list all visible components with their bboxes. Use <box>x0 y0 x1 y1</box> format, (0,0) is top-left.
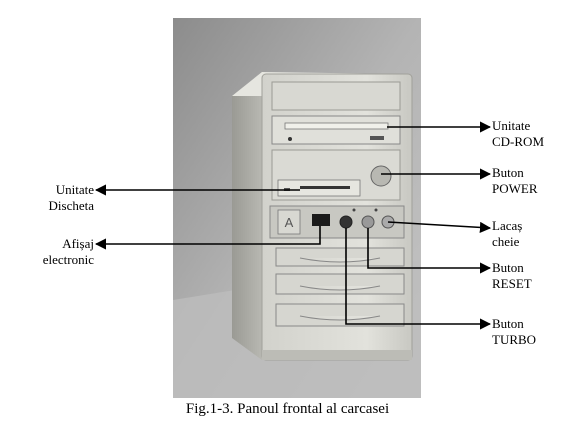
label-reset-line1: Buton <box>492 260 524 275</box>
reset-button <box>361 215 375 229</box>
label-reset: Buton RESET <box>492 260 532 292</box>
label-lock-line1: Lacaș <box>492 218 523 233</box>
label-turbo: Buton TURBO <box>492 316 536 348</box>
arrow-lock <box>387 221 492 233</box>
label-power-line2: POWER <box>492 181 538 196</box>
label-power: Buton POWER <box>492 165 538 197</box>
case-logo-badge <box>277 209 301 235</box>
label-turbo-line1: Buton <box>492 316 524 331</box>
label-disk: Unitate Discheta <box>49 182 94 214</box>
cdrom-tray <box>284 122 389 130</box>
label-turbo-line2: TURBO <box>492 332 537 347</box>
case-foot <box>262 350 412 360</box>
label-cdrom-line1: Unitate <box>492 118 531 133</box>
arrow-display <box>94 226 321 250</box>
turbo-button <box>339 215 353 229</box>
lower-bay-3 <box>275 303 405 327</box>
label-power-line1: Buton <box>492 165 524 180</box>
label-display-line1: Afișaj <box>62 236 94 251</box>
cdrom-jack-icon <box>288 137 292 141</box>
label-lock: Lacaș cheie <box>492 218 522 250</box>
figure-caption: Fig.1-3. Panoul frontal al carcasei <box>185 401 390 417</box>
electronic-display <box>312 214 330 226</box>
indicator-led <box>352 208 356 212</box>
cdrom-eject-button <box>370 136 384 140</box>
indicator-led <box>374 208 378 212</box>
floppy-slot <box>300 186 350 189</box>
lower-bay-1 <box>275 247 405 267</box>
case-logo-mark: A <box>285 215 294 230</box>
case-side-panel <box>232 72 262 360</box>
label-lock-line2: cheie <box>492 234 520 249</box>
label-reset-line2: RESET <box>492 276 532 291</box>
label-display-line2: electronic <box>42 252 94 267</box>
arrow-reset <box>367 228 492 274</box>
label-disk-line1: Unitate <box>55 182 94 197</box>
label-disk-line2: Discheta <box>48 198 94 213</box>
empty-bay-top <box>271 81 401 111</box>
power-button <box>370 165 392 187</box>
arrow-turbo <box>345 228 492 330</box>
label-display: Afișaj electronic <box>43 236 94 268</box>
label-cdrom: Unitate CD-ROM <box>492 118 544 150</box>
lower-bay-2 <box>275 273 405 295</box>
leader-arrows <box>94 121 492 330</box>
label-cdrom-line2: CD-ROM <box>492 134 545 149</box>
